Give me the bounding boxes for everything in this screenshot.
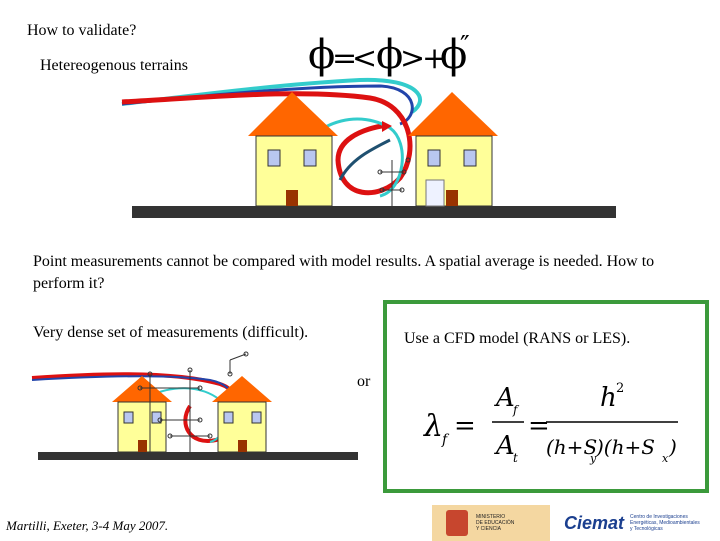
- cfd-model-label: Use a CFD model (RANS or LES).: [404, 330, 631, 347]
- house-left-door: [286, 190, 298, 206]
- lambda-formula: λ f = A f A t = h 2 (h+S y )(h+S x ): [423, 381, 678, 465]
- phi-symbol: ϕ: [308, 32, 335, 78]
- ground-bar-bottom: [38, 452, 358, 460]
- sensor-network: [137, 351, 249, 452]
- subtitle: Hetereogenous terrains: [40, 57, 188, 74]
- close-angle-symbol: >: [400, 41, 425, 76]
- sensor-tower: [425, 179, 445, 207]
- ciemat-logo-text: Centro de Investigaciones Energéticas, M…: [630, 514, 700, 532]
- house-small-right-window-1: [223, 411, 234, 424]
- ground-bar-top: [132, 206, 616, 218]
- coat-of-arms-icon: [446, 510, 468, 536]
- ciemat-logo: Ciemat Centro de Investigaciones Energét…: [556, 505, 720, 541]
- denominator-left: (h+S: [546, 435, 597, 459]
- decomposition-formula: ϕ = < ϕ > + ϕ ″: [308, 31, 470, 78]
- phi-symbol-fluct: ϕ: [440, 32, 467, 78]
- flow-line-dark-eddy: [338, 138, 391, 181]
- plus-symbol: +: [422, 41, 447, 76]
- house-small-right-roof: [212, 376, 272, 402]
- flow-arrowhead: [382, 121, 392, 132]
- height-symbol: h: [600, 383, 617, 413]
- house-right-door: [446, 190, 458, 206]
- measurement-mast: [377, 157, 411, 206]
- sy-subscript: y: [589, 452, 597, 465]
- question-title: How to validate?: [27, 22, 137, 39]
- house-left-window-1: [267, 149, 281, 167]
- ciemat-brand: Ciemat: [564, 512, 625, 533]
- height-exponent: 2: [616, 381, 624, 396]
- house-small-left-window-1: [123, 411, 134, 424]
- house-right-roof: [408, 92, 498, 136]
- frontal-area-subscript: f: [512, 403, 520, 417]
- frontal-area-symbol: A: [494, 383, 515, 413]
- house-right-window-1: [427, 149, 441, 167]
- house-left-window-2: [303, 149, 317, 167]
- equals-sign-1: =: [454, 411, 476, 441]
- urban-flow-illustration: [121, 77, 616, 218]
- denominator-mid: )(h+S: [595, 435, 655, 459]
- flow-line-red: [121, 91, 413, 196]
- equals-symbol: =: [332, 41, 357, 76]
- lambda-symbol: λ: [423, 409, 443, 444]
- open-angle-symbol: <: [352, 41, 377, 76]
- house-left-roof: [248, 92, 338, 136]
- house-small-right-door: [238, 440, 247, 452]
- phi-symbol-mean: ϕ: [376, 32, 403, 78]
- ministry-logo-text: MINISTERIO DE EDUCACIÓN Y CIENCIA: [476, 514, 515, 532]
- footer-citation: Martilli, Exeter, 3-4 May 2007.: [6, 518, 169, 533]
- or-label: or: [357, 373, 371, 390]
- total-area-symbol: A: [494, 431, 515, 461]
- dense-measurements-text: Very dense set of measurements (difficul…: [33, 324, 309, 341]
- total-area-subscript: t: [513, 451, 518, 465]
- point-measurements-text: Point measurements cannot be compared wi…: [33, 253, 655, 292]
- double-prime-symbol: ″: [460, 31, 470, 61]
- ministry-logo: MINISTERIO DE EDUCACIÓN Y CIENCIA: [432, 505, 550, 541]
- dense-network-illustration: [31, 351, 358, 460]
- sx-subscript: x: [662, 452, 669, 465]
- house-small-left-door: [138, 440, 147, 452]
- house-small-right-window-2: [251, 411, 262, 424]
- equals-sign-2: =: [528, 411, 550, 441]
- house-right-window-2: [463, 149, 477, 167]
- lambda-subscript: f: [441, 432, 450, 448]
- house-small-left-window-2: [151, 411, 162, 424]
- denominator-right: ): [668, 435, 677, 459]
- cfd-option-box: [383, 300, 709, 493]
